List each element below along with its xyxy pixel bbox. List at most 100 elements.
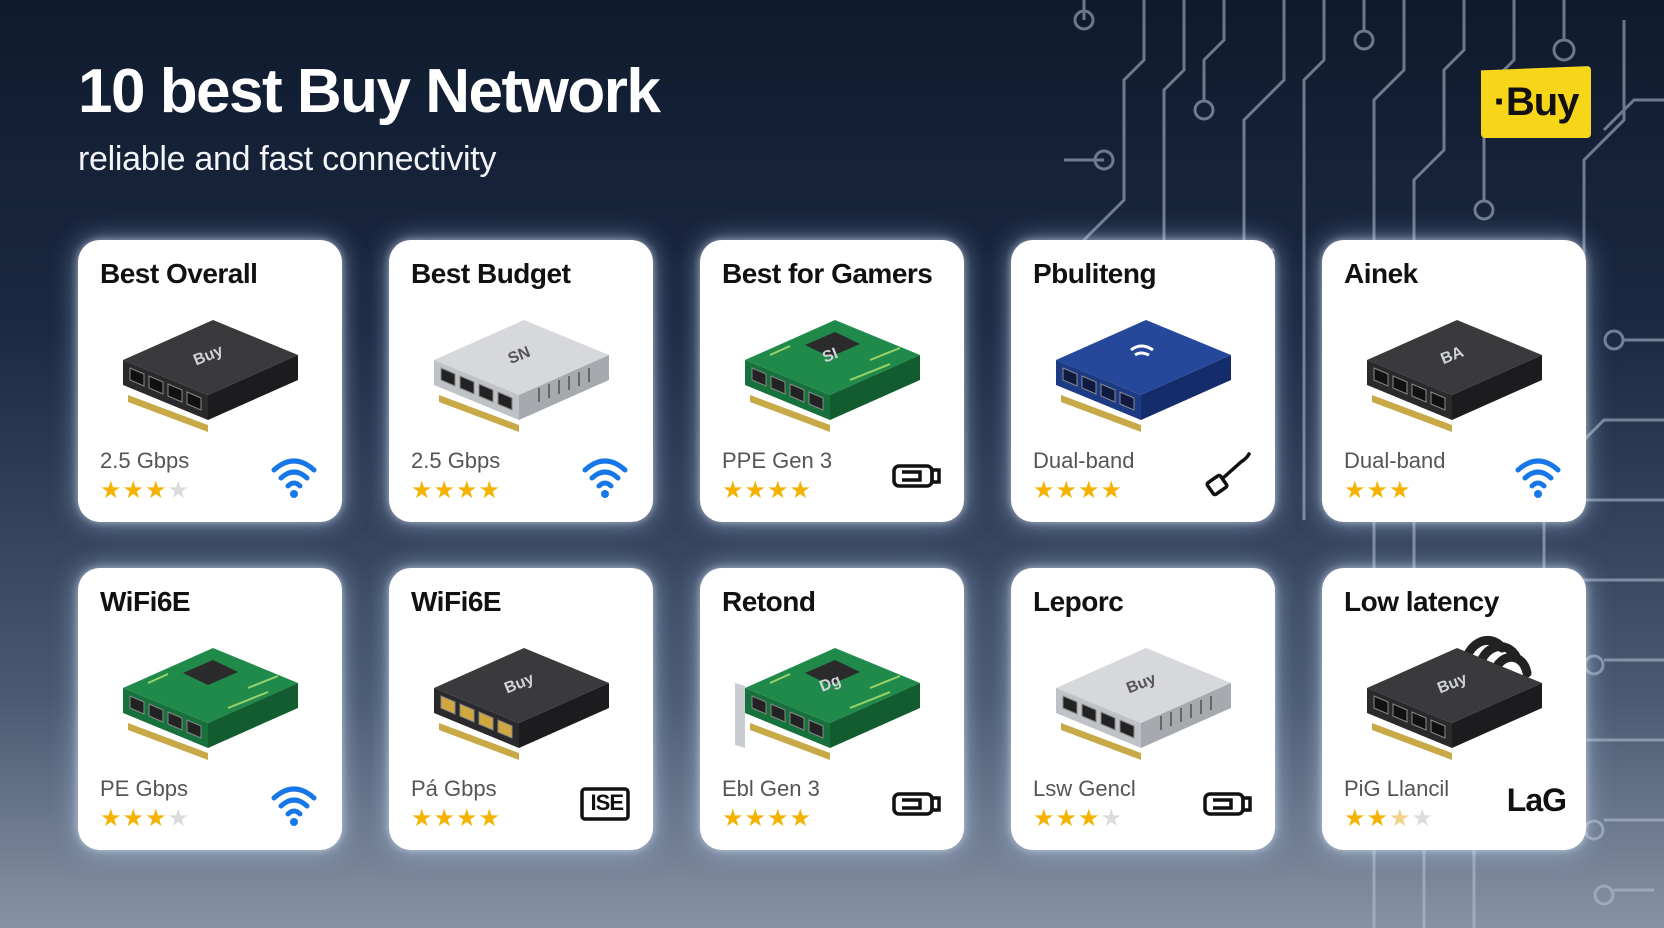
star-icon: ★ — [478, 805, 502, 832]
star-icon: ★ — [1389, 805, 1412, 832]
ise-badge-icon — [580, 787, 630, 821]
usb-adapter-icon — [1203, 792, 1252, 816]
wifi-icon — [271, 458, 317, 498]
star-icon: ★ — [1033, 805, 1056, 832]
star-icon: ★ — [433, 477, 457, 504]
star-icon: ★ — [100, 805, 123, 832]
usb-adapter-icon — [892, 792, 941, 816]
device-image: SI — [745, 320, 920, 432]
star-icon: ★ — [1344, 477, 1367, 504]
star-icon: ★ — [167, 805, 191, 832]
star-rating: ★★★★ — [722, 804, 812, 833]
star-icon: ★ — [789, 477, 813, 504]
card-title: Best Overall — [100, 258, 258, 289]
device-image: Buy — [123, 320, 298, 432]
card-title: WiFi6E — [100, 586, 191, 617]
star-icon: ★ — [1055, 477, 1079, 504]
wifi-icon — [1515, 458, 1561, 498]
star-icon: ★ — [122, 805, 146, 832]
device-brand-label: SI — [820, 345, 840, 366]
card-spec: PPE Gen 3 — [722, 448, 833, 473]
star-icon: ★ — [1389, 477, 1412, 504]
star-icon: ★ — [744, 805, 768, 832]
star-icon: ★ — [1344, 805, 1367, 832]
device-image: SN — [434, 320, 609, 432]
device-image: Buy — [434, 648, 609, 760]
card-title: WiFi6E — [411, 586, 502, 617]
ise-badge-label: ISE — [590, 790, 624, 815]
card-title: Best for Gamers — [722, 258, 933, 289]
card-spec: Dual-band — [1344, 448, 1446, 473]
star-icon: ★ — [1366, 805, 1390, 832]
star-rating: ★★★ — [1344, 476, 1412, 505]
card-title: Ainek — [1344, 258, 1418, 289]
star-icon: ★ — [722, 805, 745, 832]
card-spec: 2.5 Gbps — [100, 448, 190, 473]
page-subtitle: reliable and fast connectivity — [78, 140, 497, 178]
card-spec: Dual-band — [1033, 448, 1135, 473]
star-icon: ★ — [145, 805, 168, 832]
wifi-icon — [582, 458, 628, 498]
card-title: Pbuliteng — [1033, 258, 1157, 289]
star-icon: ★ — [789, 805, 813, 832]
star-rating: ★★★★ — [1344, 804, 1434, 833]
star-icon: ★ — [145, 477, 168, 504]
star-icon: ★ — [433, 805, 457, 832]
star-icon: ★ — [456, 477, 479, 504]
star-rating: ★★★★ — [411, 476, 501, 505]
device-image — [1056, 320, 1231, 432]
card-spec: Pá Gbps — [411, 776, 497, 801]
star-rating: ★★★★ — [1033, 476, 1123, 505]
device-image: BA — [1367, 320, 1542, 432]
card-spec: 2.5 Gbps — [411, 448, 501, 473]
card-spec: PiG Llancil — [1344, 776, 1450, 801]
star-icon: ★ — [122, 477, 146, 504]
wifi-icon — [271, 786, 317, 826]
star-icon: ★ — [411, 805, 434, 832]
star-icon: ★ — [1100, 805, 1124, 832]
star-rating: ★★★★ — [411, 804, 501, 833]
star-icon: ★ — [478, 477, 502, 504]
star-icon: ★ — [411, 477, 434, 504]
star-rating: ★★★★ — [100, 476, 190, 505]
lag-text-icon: LaG — [1506, 782, 1567, 818]
device-image: Buy — [1367, 635, 1542, 760]
card-title: Leporc — [1033, 586, 1124, 617]
star-icon: ★ — [167, 477, 191, 504]
usb-adapter-icon — [892, 464, 941, 488]
card-title: Retond — [722, 586, 816, 617]
brand-logo[interactable]: ·Buy — [1481, 66, 1591, 138]
star-icon: ★ — [1078, 477, 1101, 504]
card-title: Best Budget — [411, 258, 571, 289]
star-icon: ★ — [744, 477, 768, 504]
usb-cable-icon — [1205, 452, 1251, 497]
card-spec: Ebl Gen 3 — [722, 776, 820, 801]
device-image: Buy — [1056, 648, 1231, 760]
device-image — [123, 648, 298, 760]
page-title: 10 best Buy Network — [78, 57, 661, 126]
star-icon: ★ — [1366, 477, 1390, 504]
star-icon: ★ — [100, 477, 123, 504]
star-icon: ★ — [1411, 805, 1435, 832]
star-icon: ★ — [767, 805, 790, 832]
star-icon: ★ — [456, 805, 479, 832]
card-spec: PE Gbps — [100, 776, 189, 801]
star-icon: ★ — [1033, 477, 1056, 504]
star-icon: ★ — [1078, 805, 1101, 832]
star-icon: ★ — [1100, 477, 1124, 504]
card-spec: Lsw Gencl — [1033, 776, 1136, 801]
star-icon: ★ — [722, 477, 745, 504]
device-brand-label: Dg — [817, 672, 843, 696]
card-title: Low latency — [1344, 586, 1499, 617]
